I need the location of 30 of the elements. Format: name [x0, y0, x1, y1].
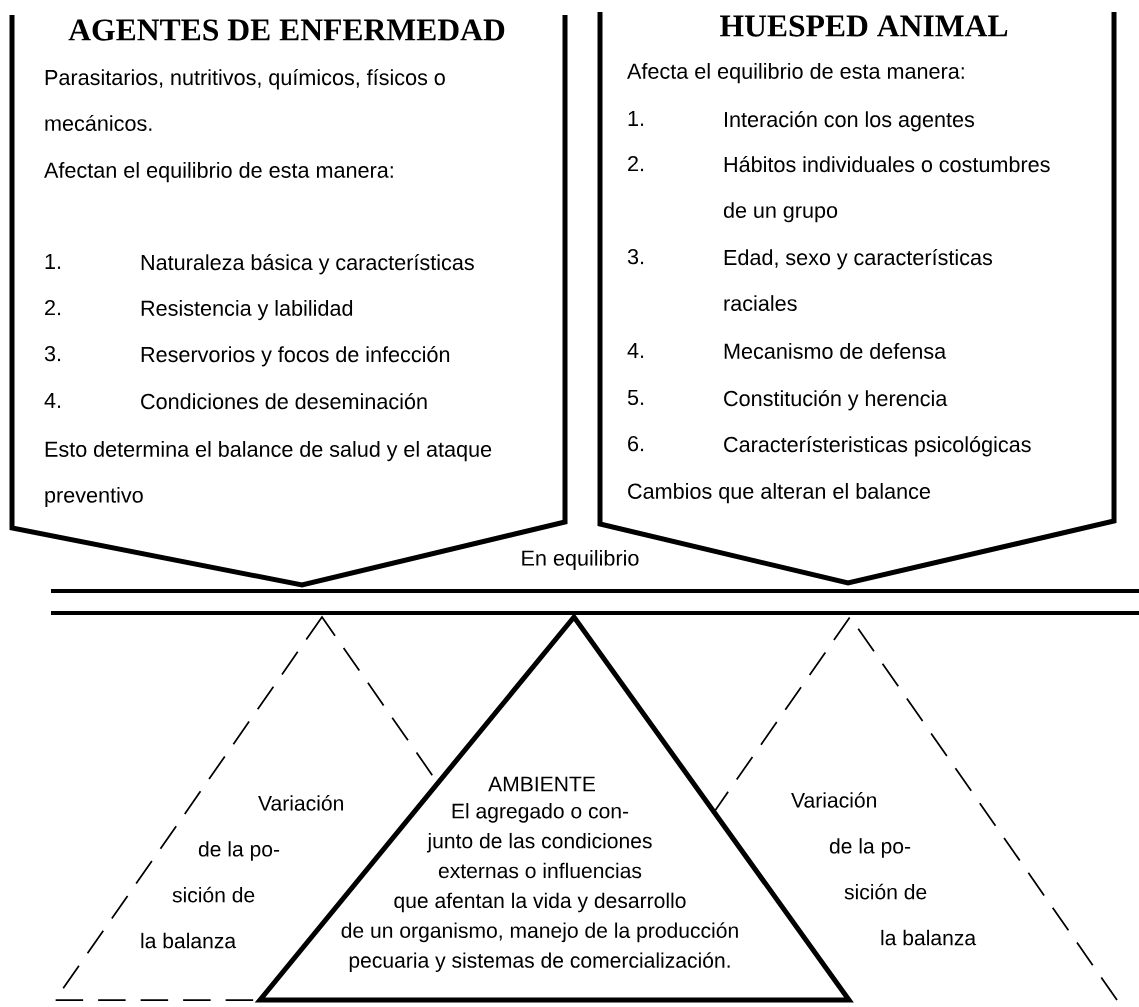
triangle-heading: AMBIENTE	[488, 776, 595, 792]
list-number: 6.	[628, 436, 644, 452]
heading: HUESPED ANIMAL	[720, 15, 1008, 37]
list-item: Resistencia y labilidad	[141, 300, 353, 321]
list-item: Característeristicas psicológicas	[724, 436, 1031, 457]
list-number: 4.	[44, 393, 61, 408]
list-number: 3.	[627, 249, 644, 265]
paragraph: Afecta el equilibrio de esta manera:	[627, 63, 964, 84]
list-number: 1.	[45, 254, 61, 269]
list-item: Hábitos individuales o costumbres de un grupo	[723, 156, 1050, 223]
list-item: Interación con los agentes	[725, 111, 975, 132]
list-item: Condiciones de deseminación	[141, 393, 427, 410]
paragraph: Esto determina el balance de salud y el ataque preventivo	[45, 441, 492, 508]
list-item: Edad, sexo y características raciales	[724, 249, 993, 311]
list-number: 4.	[627, 343, 644, 358]
list-number: 3.	[44, 346, 61, 362]
list-item: Naturaleza básica y características	[141, 254, 474, 275]
triangle-label: Variación de la po- sición de la balanza	[791, 792, 977, 946]
list-number: 2.	[628, 156, 644, 172]
list-item: Mecanismo de defensa	[724, 343, 947, 359]
paragraph: Cambios que alteran el balance	[628, 483, 930, 504]
paragraph: Afectan el equilibrio de esta manera:	[44, 162, 393, 183]
beam-label: En equilibrio	[522, 549, 639, 571]
list-number: 1.	[628, 111, 644, 126]
list-number: 5.	[627, 390, 644, 406]
list-item: Reservorios y focos de infección	[141, 346, 450, 367]
paragraph: Parasitarios, nutritivos, químicos, físicos o mecánicos.	[45, 69, 445, 131]
list-item: Constitución y herencia	[724, 390, 948, 411]
list-number: 2.	[45, 300, 61, 316]
heading: AGENTES DE ENFERMEDAD	[68, 19, 505, 41]
